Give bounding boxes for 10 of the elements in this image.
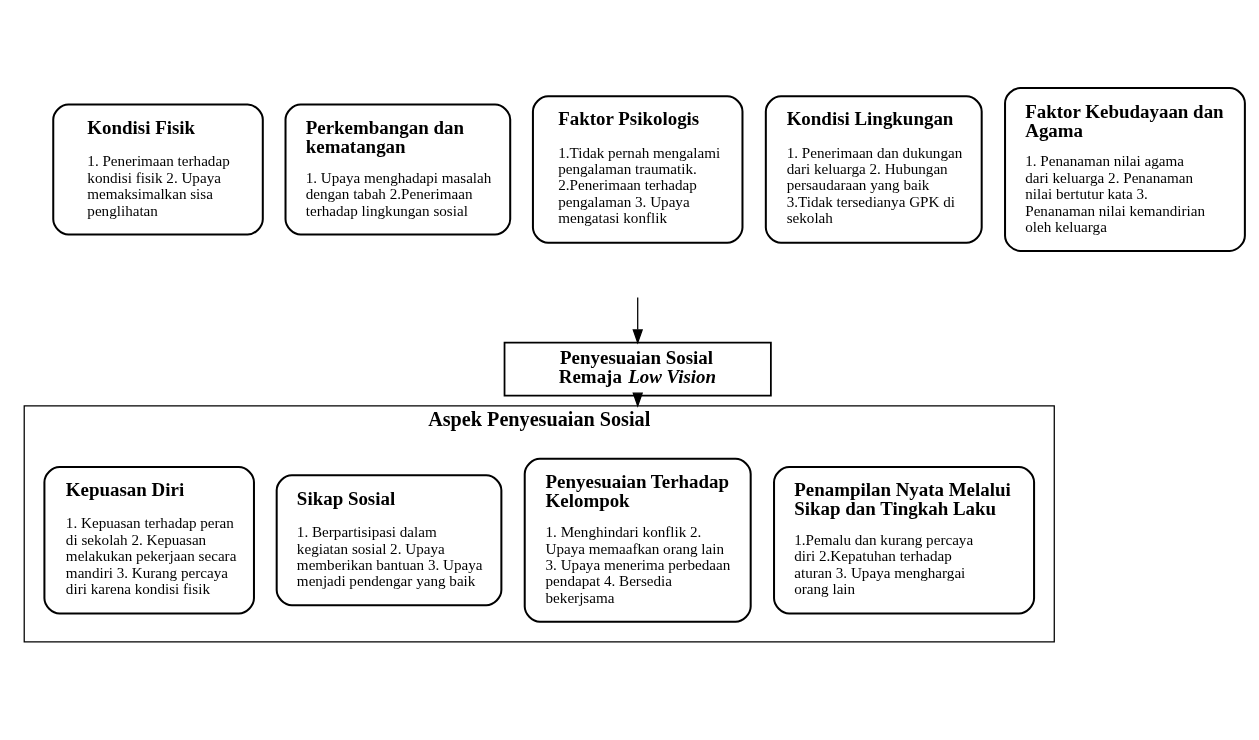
node-box: Sikap Sosial 1. Berpartisipasi dalam kegiatan sosial 2. Upaya memberikan bantuan 3. Upaya menjadi pendengar yang baik [275, 474, 503, 607]
node-box: Kondisi Lingkungan 1. Penerimaan dan dukungan dari keluarga 2. Hubungan persaudaraan yang baik 3.Tidak tersedianya GPK di sekolah [764, 95, 983, 244]
node-box: Penampilan Nyata Melalui Sikap dan Tingkah Laku 1.Pemalu dan kurang percaya diri 2.Kepatuhan terhadap aturan 3. Upaya menghargai orang lain [773, 466, 1036, 615]
node-box: Kondisi Fisik 1. Penerimaan terhadap kondisi fisik 2. Upaya memaksimalkan sisa penglihatan [52, 103, 264, 236]
node-box: Faktor Kebudayaan dan Agama 1. Penanaman nilai agama dari keluarga 2. Penanaman nilai bertutur kata 3. Penanaman nilai kemandirian oleh keluarga [1004, 87, 1246, 252]
node-box: Kepuasan Diri 1. Kepuasan terhadap peran di sekolah 2. Kepuasan melakukan pekerjaan secara mandiri 3. Kurang percaya diri karena kondisi fisik [43, 466, 255, 615]
arrow [632, 296, 643, 345]
node-box: Perkembangan dan kematangan 1. Upaya menghadapi masalah dengan tabah 2.Penerimaan terhadap lingkungan sosial [284, 103, 512, 236]
node-box: Penyesuaian Terhadap Kelompok 1. Menghindari konflik 2. Upaya memaafkan orang lain 3. Upaya menerima perbedaan pendapat 4. Bersedia bekerjsama [523, 457, 752, 623]
node-box: Faktor Psikologis 1.Tidak pernah mengalami pengalaman traumatik. 2.Penerimaan terhadap pengalaman 3. Upaya mengatasi konflik [531, 95, 744, 244]
